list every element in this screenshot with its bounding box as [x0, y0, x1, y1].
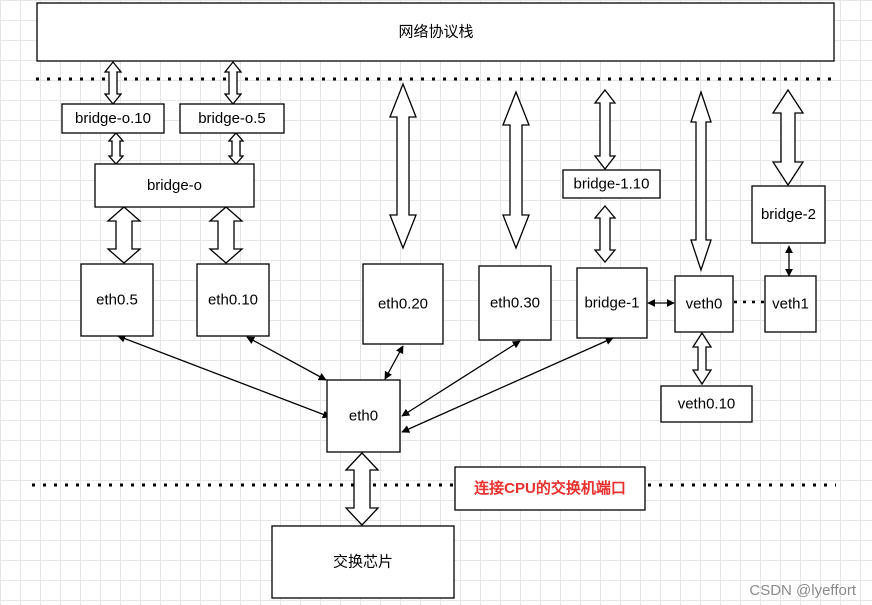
node-eth0-20-label: eth0.20	[378, 296, 428, 313]
fat-arrow-bridge-o-5-bridge-o	[227, 132, 245, 165]
node-bridge-2-label: bridge-2	[761, 206, 816, 223]
node-bridge-o-10: bridge-o.10	[61, 103, 165, 134]
node-switch-chip-label: 交换芯片	[333, 553, 393, 571]
node-eth0-label: eth0	[349, 408, 378, 425]
fat-arrow-eth0-switch-chip	[344, 452, 380, 526]
node-stack-label: 网络协议栈	[398, 24, 473, 41]
watermark: CSDN @lyeffort	[749, 582, 856, 599]
node-bridge-o: bridge-o	[94, 163, 255, 208]
node-bridge-1-10-label: bridge-1.10	[574, 176, 650, 193]
link-eth0-30-eth0	[401, 340, 521, 417]
node-veth1-label: veth1	[772, 296, 809, 313]
fat-arrow-stack-veth0	[690, 89, 712, 273]
node-bridge-o-5-label: bridge-o.5	[198, 110, 266, 127]
fat-arrow-stack-bridge-o-5	[223, 60, 243, 106]
fat-arrow-bridge-o-eth0-10	[208, 206, 244, 264]
node-bridge-1-label: bridge-1	[584, 295, 639, 312]
fat-arrow-veth0-veth0-10	[691, 331, 713, 386]
fat-arrow-stack-eth0-20	[389, 82, 417, 250]
fat-arrow-bridge-o-eth0-5	[106, 206, 142, 264]
node-bridge-o-10-label: bridge-o.10	[75, 110, 151, 127]
link-eth0-20-eth0	[384, 345, 404, 380]
node-eth0-10-label: eth0.10	[208, 292, 258, 309]
fat-arrow-bridge-1-10-bridge-1	[593, 204, 617, 264]
node-veth1: veth1	[764, 275, 817, 333]
fat-arrow-stack-bridge-2	[771, 88, 805, 187]
node-eth0-30-label: eth0.30	[490, 295, 540, 312]
node-eth0-30: eth0.30	[478, 265, 552, 341]
fat-arrow-bridge-o-10-bridge-o	[107, 132, 125, 165]
node-eth0: eth0	[326, 379, 401, 453]
cpu-port-annotation-label: 连接CPU的交换机端口	[474, 479, 626, 497]
node-bridge-1: bridge-1	[576, 267, 648, 339]
node-veth0-label: veth0	[686, 296, 723, 313]
link-bridge-1-eth0	[401, 337, 614, 433]
node-bridge-2: bridge-2	[751, 185, 826, 244]
node-stack: 网络协议栈	[36, 2, 835, 62]
fat-arrow-stack-eth0-30	[502, 90, 530, 250]
node-switch-chip: 交换芯片	[271, 525, 455, 599]
node-eth0-5: eth0.5	[80, 263, 154, 337]
fat-arrow-stack-bridge-1-10	[593, 88, 617, 171]
node-bridge-o-5: bridge-o.5	[179, 103, 285, 134]
node-bridge-1-10: bridge-1.10	[562, 169, 661, 199]
node-veth0-10-label: veth0.10	[678, 396, 736, 413]
fat-arrow-stack-bridge-o-10	[103, 60, 123, 106]
cpu-port-annotation: 连接CPU的交换机端口	[454, 466, 646, 511]
node-bridge-o-label: bridge-o	[147, 177, 202, 194]
node-eth0-5-label: eth0.5	[96, 292, 138, 309]
node-veth0-10: veth0.10	[660, 385, 753, 423]
node-eth0-10: eth0.10	[196, 263, 270, 337]
node-eth0-20: eth0.20	[362, 263, 444, 345]
link-eth0-5-eth0	[117, 334, 331, 419]
link-eth0-10-eth0	[246, 336, 327, 381]
node-veth0: veth0	[674, 275, 734, 333]
